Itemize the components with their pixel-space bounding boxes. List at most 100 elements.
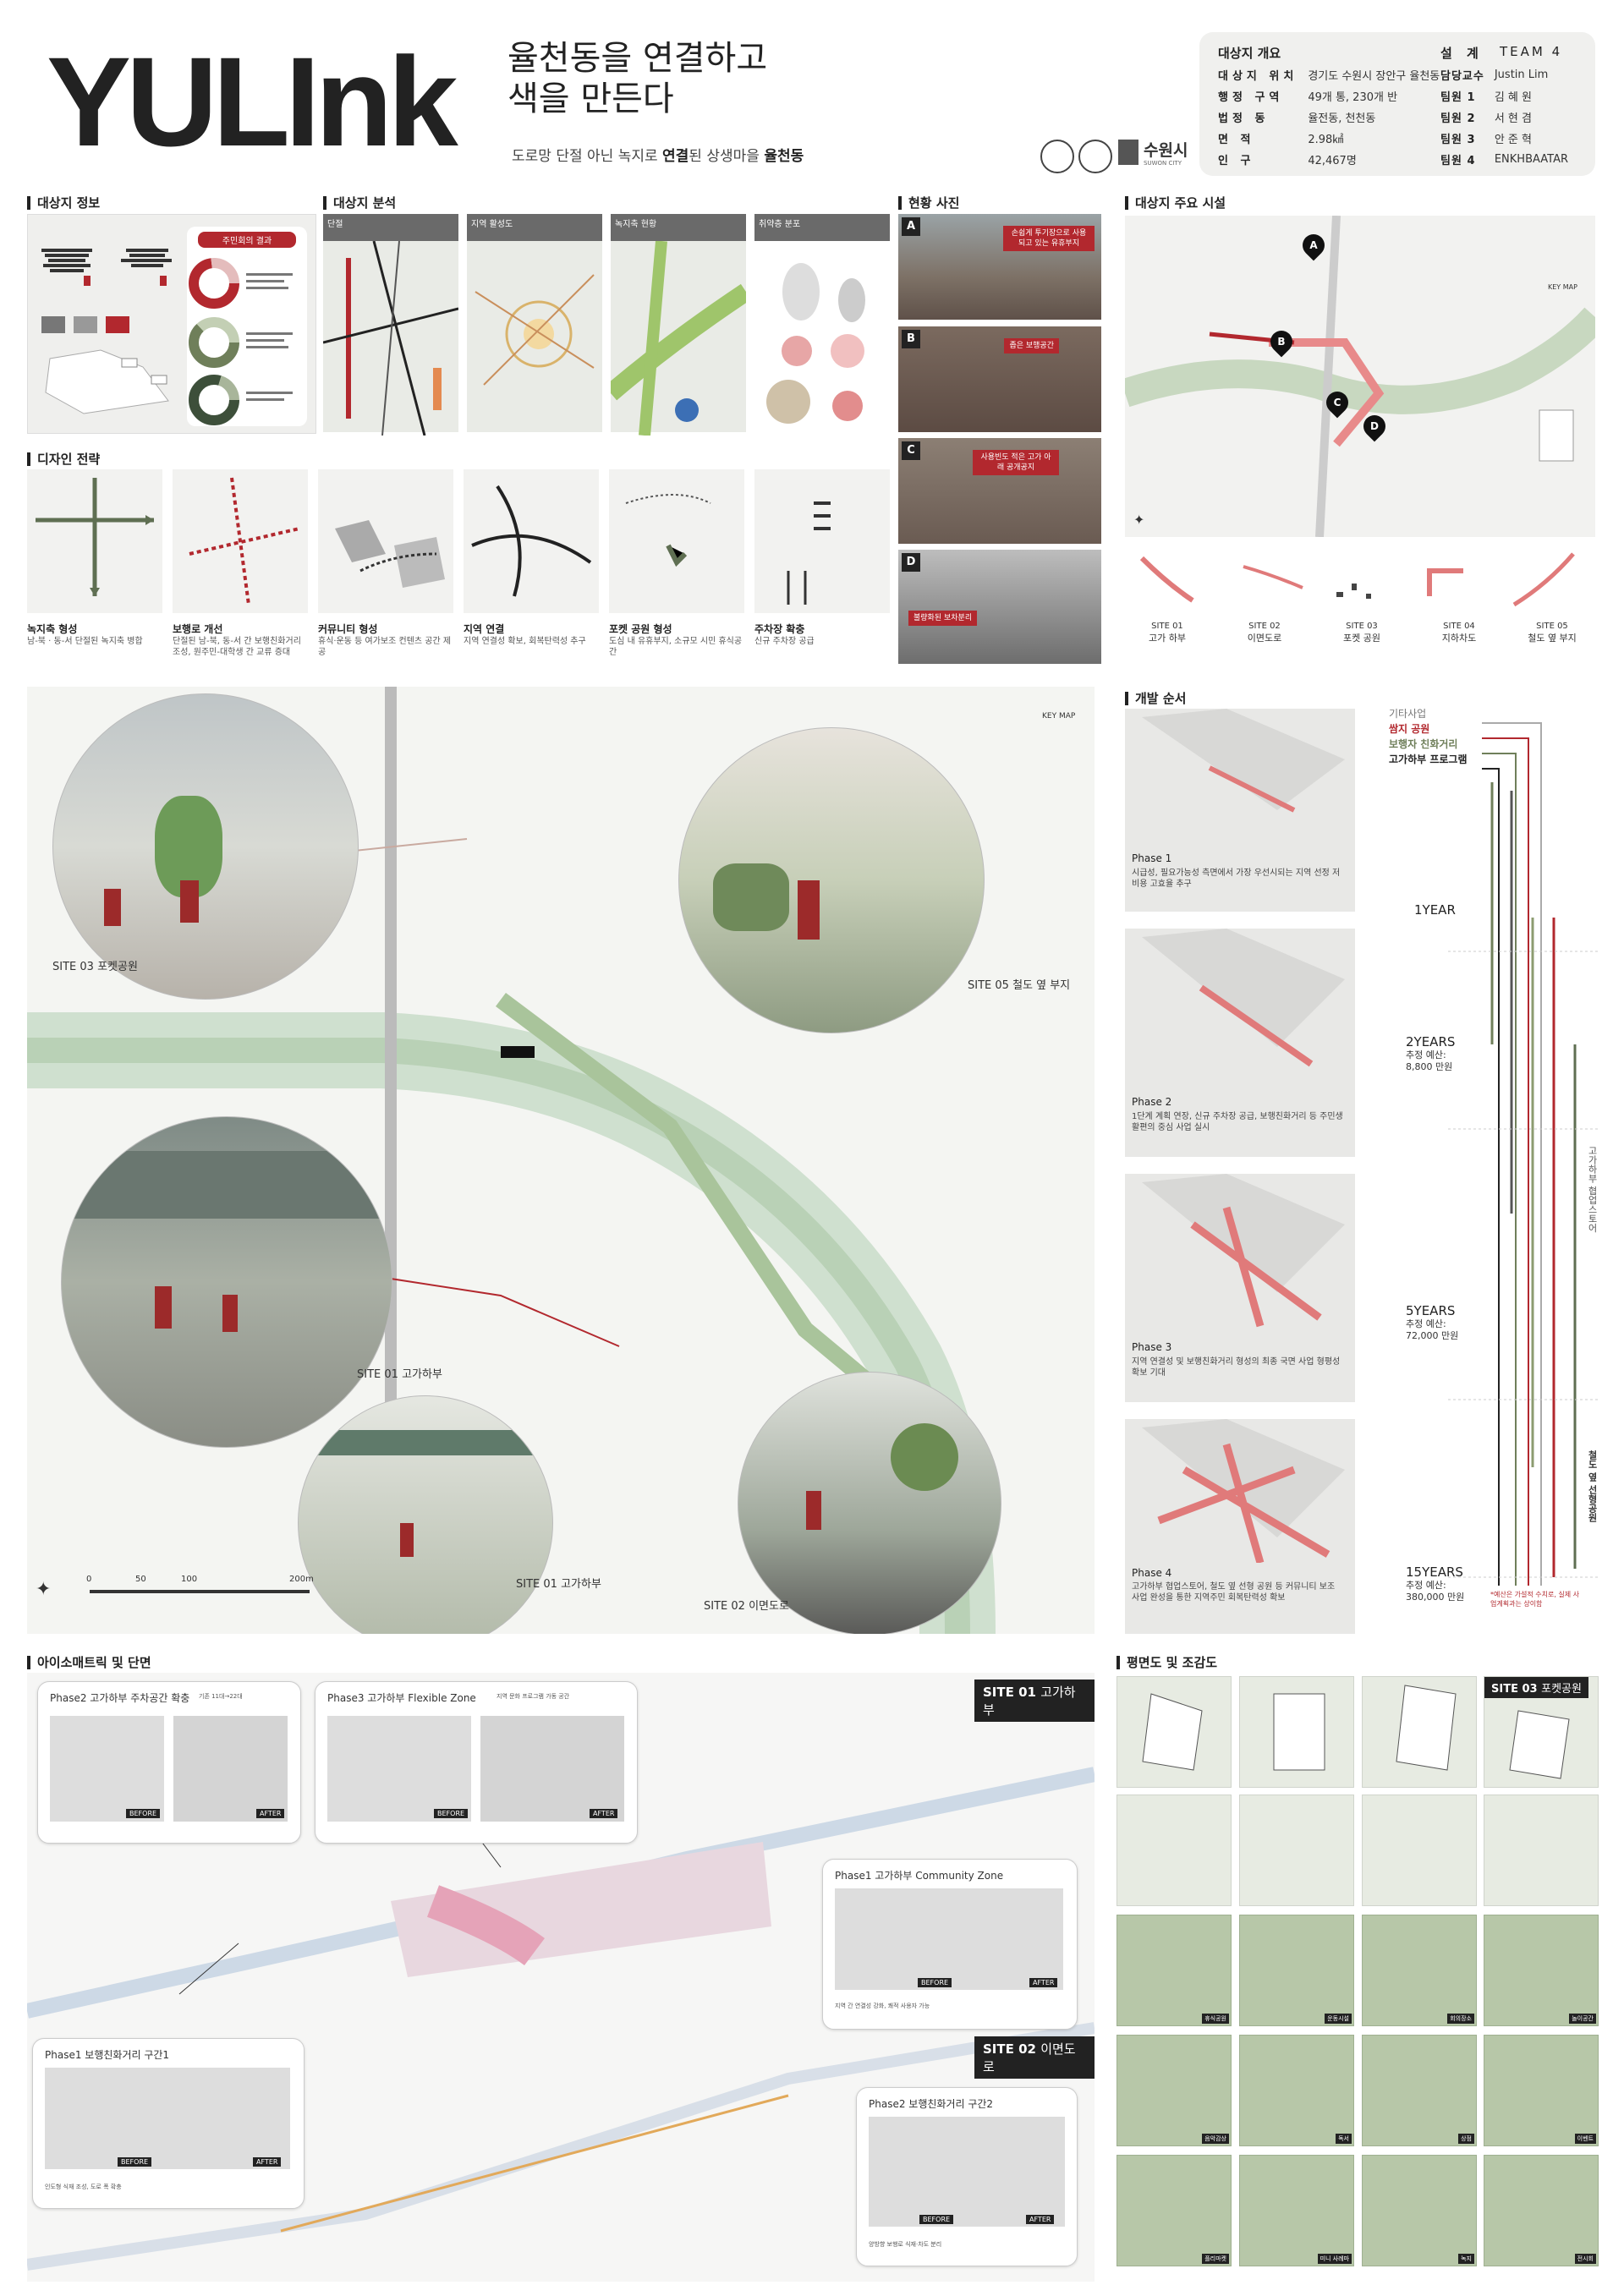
- plan-row1-3: [1362, 1676, 1477, 1788]
- site-info-panel: 주민회의 결과: [27, 214, 316, 434]
- site01-render-a: [61, 1116, 392, 1448]
- survey-donuts: [189, 258, 293, 425]
- map-pin-a: A: [1298, 229, 1330, 261]
- label-site01-a: SITE 01 고가하부: [357, 1368, 442, 1381]
- plan-row5-4: 전시회: [1484, 2155, 1599, 2266]
- plan-row3-1: 휴식공원: [1116, 1915, 1232, 2026]
- site-analysis-panel: 단절 지역 활성도 녹지축 현황 취약층 분포: [322, 214, 890, 436]
- phase-3-card: Phase 3 지역 연결성 및 보행친화거리 형성의 최종 국면 사업 형평성…: [1125, 1174, 1355, 1402]
- scale-200m: 200m: [289, 1575, 314, 1584]
- facilities-title: 대상지 주요 시설: [1125, 196, 1226, 210]
- city-logo: 수원시: [1144, 141, 1188, 160]
- photo-d: D 불량화된 보차분리: [898, 550, 1101, 664]
- scale-bar: [90, 1590, 310, 1593]
- north-arrow-icon: ✦: [1133, 512, 1145, 528]
- analysis-map-disconnect: 단절: [322, 214, 459, 436]
- plan-row5-1: 플리마켓: [1116, 2155, 1232, 2266]
- overview-title: 대상지 개요: [1218, 46, 1281, 61]
- plan-row2-1: [1116, 1795, 1232, 1906]
- survey-card: 주민회의 결과: [187, 227, 307, 426]
- city-emblem-icon: [1118, 140, 1138, 165]
- iso-title: 아이소매트릭 및 단면: [27, 1656, 151, 1669]
- university-seal-icon: [1040, 140, 1074, 173]
- tagline: 도로망 단절 아닌 녹지로 연결된 상생마을 율천동: [512, 148, 804, 165]
- plan-row2-4: [1484, 1795, 1599, 1906]
- timeline-lines: [1448, 722, 1600, 1586]
- bubble-phase2-parking: Phase2 고가하부 주차공간 확충 기존 11대→22대 BEFORE AF…: [37, 1681, 301, 1844]
- college-seal-icon: [1078, 140, 1112, 173]
- site-info-title: 대상지 정보: [27, 196, 100, 210]
- iso-site01-tag: SITE 01 고가하부: [974, 1680, 1095, 1722]
- masterplan-north-icon: ✦: [36, 1579, 52, 1600]
- budget-note: *예산은 가설적 수치로, 실제 사업계획과는 상이함: [1490, 1591, 1580, 1608]
- masterplan: SITE 03 포켓공원 SITE 05 철도 옆 부지 SITE 01 고가하…: [27, 687, 1095, 1634]
- plan-row3-2: 운동시설: [1239, 1915, 1354, 2026]
- legend-overpass: 고가하부 프로그램: [1389, 753, 1468, 765]
- label-site03: SITE 03 포켓공원: [52, 961, 138, 973]
- legend-other: 기타사업: [1389, 708, 1427, 720]
- bubble-phase1-community: Phase1 고가하부 Community Zone 지역 간 연결성 강화, …: [822, 1859, 1078, 2030]
- survey-title: 주민회의 결과: [198, 232, 296, 248]
- plan-row4-1: 음악감상: [1116, 2035, 1232, 2146]
- design-title: 설 계: [1440, 46, 1484, 61]
- analysis-map-activity: 지역 활성도: [467, 214, 602, 432]
- bubble-phase1-street: Phase1 보행친화거리 구간1 인도형 식재 조성, 도로 폭 확충 BEF…: [32, 2038, 304, 2209]
- dev-order-title: 개발 순서: [1125, 692, 1186, 705]
- bubble-phase3-flexible: Phase3 고가하부 Flexible Zone 지역 문화 프로그램 가동 …: [315, 1681, 638, 1844]
- team-name: TEAM 4: [1500, 44, 1563, 59]
- plan-row5-2: 미니 사례마: [1239, 2155, 1354, 2266]
- subtitle: 율천동을 연결하고 색을 만든다: [508, 39, 768, 118]
- plan-row5-3: 녹지: [1362, 2155, 1477, 2266]
- site-info-graphics: [41, 249, 172, 414]
- site-analysis-title: 대상지 분석: [323, 196, 396, 210]
- plan-row4-2: 독서: [1239, 2035, 1354, 2146]
- iso-site02-tag: SITE 02 이면도로: [974, 2036, 1095, 2079]
- label-site01-b: SITE 01 고가하부: [516, 1578, 601, 1591]
- plan-row2-2: [1239, 1795, 1354, 1906]
- plan-row4-3: 상점: [1362, 2035, 1477, 2146]
- site05-render: [678, 727, 985, 1033]
- bubble-phase2-street: Phase2 보행친화거리 구간2 양방향 보행로 식재·차도 분리 BEFOR…: [856, 2087, 1078, 2266]
- site01-render-b: [298, 1395, 553, 1634]
- site02-render: [738, 1372, 1001, 1634]
- photo-c: C 사용빈도 적은 고가 아래 공개공지: [898, 438, 1101, 544]
- site03-render: [52, 693, 359, 1000]
- plan-row3-4: 놀이공간: [1484, 1915, 1599, 2026]
- strategy-title: 디자인 전략: [27, 452, 100, 466]
- label-site02: SITE 02 이면도로: [704, 1600, 789, 1613]
- photo-a: A 손쉽게 투기장으로 사용되고 있는 유휴부지: [898, 214, 1101, 320]
- photos-title: 현황 사진: [898, 196, 959, 210]
- plan-row2-3: [1362, 1795, 1477, 1906]
- iso-panel: SITE 01 고가하부 SITE 02 이면도로 Phase2 고가하부 주차…: [27, 1673, 1095, 2282]
- photo-b: B 좁은 보행공간: [898, 326, 1101, 432]
- label-site05: SITE 05 철도 옆 부지: [968, 979, 1071, 992]
- scale-0: 0: [86, 1575, 92, 1584]
- plan-row1-4: SITE 03 포켓공원: [1484, 1676, 1599, 1788]
- legend-pedestrian: 보행자 친화거리: [1389, 738, 1458, 750]
- legend-pocket-park: 쌈지 공원: [1389, 723, 1430, 735]
- masterplan-key-map: KEY MAP: [1042, 712, 1076, 721]
- phase-column: Phase 1 시급성, 필요가능성 측면에서 가장 우선시되는 지역 선정 저…: [1125, 709, 1355, 1634]
- map-pin-c: C: [1321, 386, 1353, 419]
- logo-title: YULInk: [47, 30, 458, 173]
- phase-2-card: Phase 2 1단계 계획 연장, 신규 주차장 공급, 보행친화거리 등 주…: [1125, 929, 1355, 1157]
- facilities-map: A B C D KEY MAP ✦: [1120, 215, 1606, 538]
